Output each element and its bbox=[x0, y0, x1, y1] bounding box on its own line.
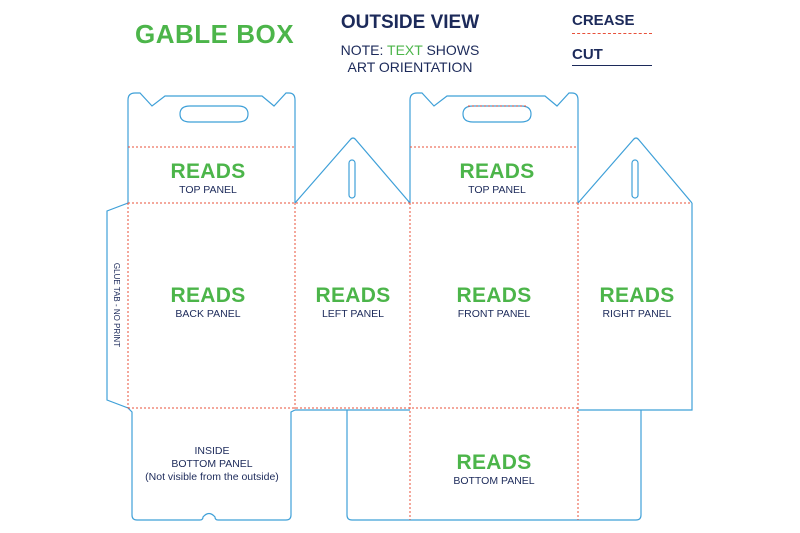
top-right-small-label: TOP PANEL bbox=[468, 184, 526, 196]
right-handle-hole bbox=[462, 105, 532, 123]
bottom-big-label: READS bbox=[456, 451, 531, 474]
glue-tab-label: GLUE TAB - NO PRINT bbox=[112, 263, 121, 347]
panel-labels: READS TOP PANEL READS TOP PANEL READS BA… bbox=[112, 160, 674, 487]
left-big-label: READS bbox=[315, 284, 390, 307]
front-small-label: FRONT PANEL bbox=[458, 308, 531, 320]
top-left-big-label: READS bbox=[170, 160, 245, 183]
legend-cut-line bbox=[572, 65, 652, 66]
right-big-label: READS bbox=[599, 284, 674, 307]
inside-bottom-line2: BOTTOM PANEL bbox=[171, 458, 252, 470]
front-big-label: READS bbox=[456, 284, 531, 307]
right-top-flap-outline bbox=[409, 92, 579, 203]
view-title: OUTSIDE VIEW bbox=[340, 12, 480, 33]
inside-bottom-line1: INSIDE bbox=[194, 445, 229, 457]
right-gable-outline bbox=[577, 137, 693, 204]
top-left-small-label: TOP PANEL bbox=[179, 184, 237, 196]
inside-bottom-flap-outline bbox=[127, 407, 296, 521]
back-small-label: BACK PANEL bbox=[175, 308, 240, 320]
note-suffix: SHOWS bbox=[422, 42, 480, 58]
left-handle-hole bbox=[179, 105, 249, 123]
diagram-title: GABLE BOX bbox=[135, 19, 295, 49]
crease-lines bbox=[127, 105, 692, 520]
left-small-label: LEFT PANEL bbox=[322, 308, 384, 320]
glue-tab-outline bbox=[106, 202, 129, 409]
note-highlight: TEXT bbox=[387, 42, 423, 58]
bottom-flap-outline bbox=[346, 410, 642, 521]
right-panel-edge bbox=[578, 203, 693, 411]
legend-cut-label: CUT bbox=[572, 46, 603, 63]
left-gable-outline bbox=[294, 137, 411, 204]
orientation-note: NOTE: TEXT SHOWS ART ORIENTATION bbox=[300, 42, 520, 76]
top-right-big-label: READS bbox=[459, 160, 534, 183]
legend-crease-label: CREASE bbox=[572, 12, 635, 29]
note-prefix: NOTE: bbox=[340, 42, 388, 58]
legend-crease-line bbox=[572, 33, 652, 34]
right-small-label: RIGHT PANEL bbox=[602, 308, 671, 320]
inside-bottom-line3: (Not visible from the outside) bbox=[145, 471, 279, 483]
left-top-flap-outline bbox=[127, 92, 296, 203]
back-big-label: READS bbox=[170, 284, 245, 307]
note-line2: ART ORIENTATION bbox=[347, 59, 473, 75]
left-gable-slot bbox=[348, 159, 356, 199]
right-gable-slot bbox=[631, 159, 639, 199]
cut-lines bbox=[106, 92, 693, 521]
bottom-small-label: BOTTOM PANEL bbox=[453, 475, 534, 487]
